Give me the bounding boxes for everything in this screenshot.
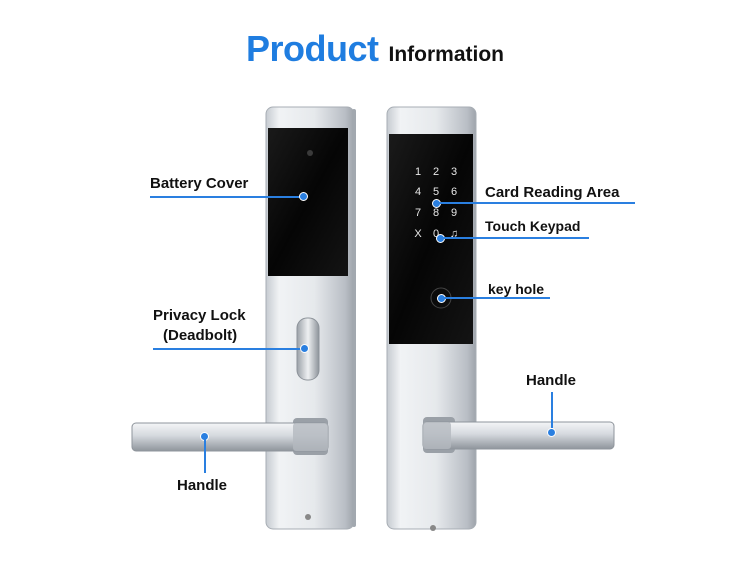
keypad-key-8[interactable]: 9 [451,207,457,219]
leader-privacy-lock [153,348,304,350]
keypad-key-10[interactable]: 0 [433,228,439,240]
battery-screw [307,150,313,156]
label-key-hole: key hole [488,281,545,297]
keypad-key-1[interactable]: 2 [433,166,439,178]
title-highlight: Product [245,28,379,69]
front-plate-screw [430,525,436,531]
keypad-key-11[interactable]: ♫ [450,228,458,240]
label-touch-keypad: Touch Keypad [485,218,581,234]
leader-key-hole [444,297,550,299]
keypad-key-0[interactable]: 1 [415,166,421,178]
marker-card-reading [432,199,441,208]
label-battery-cover: Battery Cover [150,175,249,192]
marker-battery-cover [299,192,308,201]
label-privacy-lock: Privacy Lock [153,307,246,324]
back-lock [131,106,356,530]
marker-handle-right [547,428,556,437]
keypad-key-7[interactable]: 8 [433,207,439,219]
front-handle [422,421,615,450]
touch-panel [389,134,473,344]
page-title: Product Information [0,28,750,70]
leader-touch-keypad [443,237,589,239]
leader-handle-left [204,439,206,473]
label-privacy-lock-sub: (Deadbolt) [163,327,238,344]
back-plate-screw [305,514,311,520]
leader-card-reading [439,202,635,204]
label-handle-left: Handle [177,477,228,494]
title-rest: Information [388,43,505,66]
keypad-key-5[interactable]: 6 [451,186,457,198]
keypad-key-2[interactable]: 3 [451,166,457,178]
label-card-reading: Card Reading Area [485,184,620,201]
marker-key-hole [437,294,446,303]
marker-privacy-lock [300,344,309,353]
keypad-key-3[interactable]: 4 [415,186,421,198]
leader-battery-cover [150,196,303,198]
label-handle-right: Handle [526,372,577,389]
keypad-key-6[interactable]: 7 [415,207,421,219]
leader-handle-right [551,392,553,428]
keypad-key-9[interactable]: X [414,228,422,240]
battery-cover-panel [268,128,348,276]
marker-touch-keypad [436,234,445,243]
keypad-key-4[interactable]: 5 [433,186,439,198]
